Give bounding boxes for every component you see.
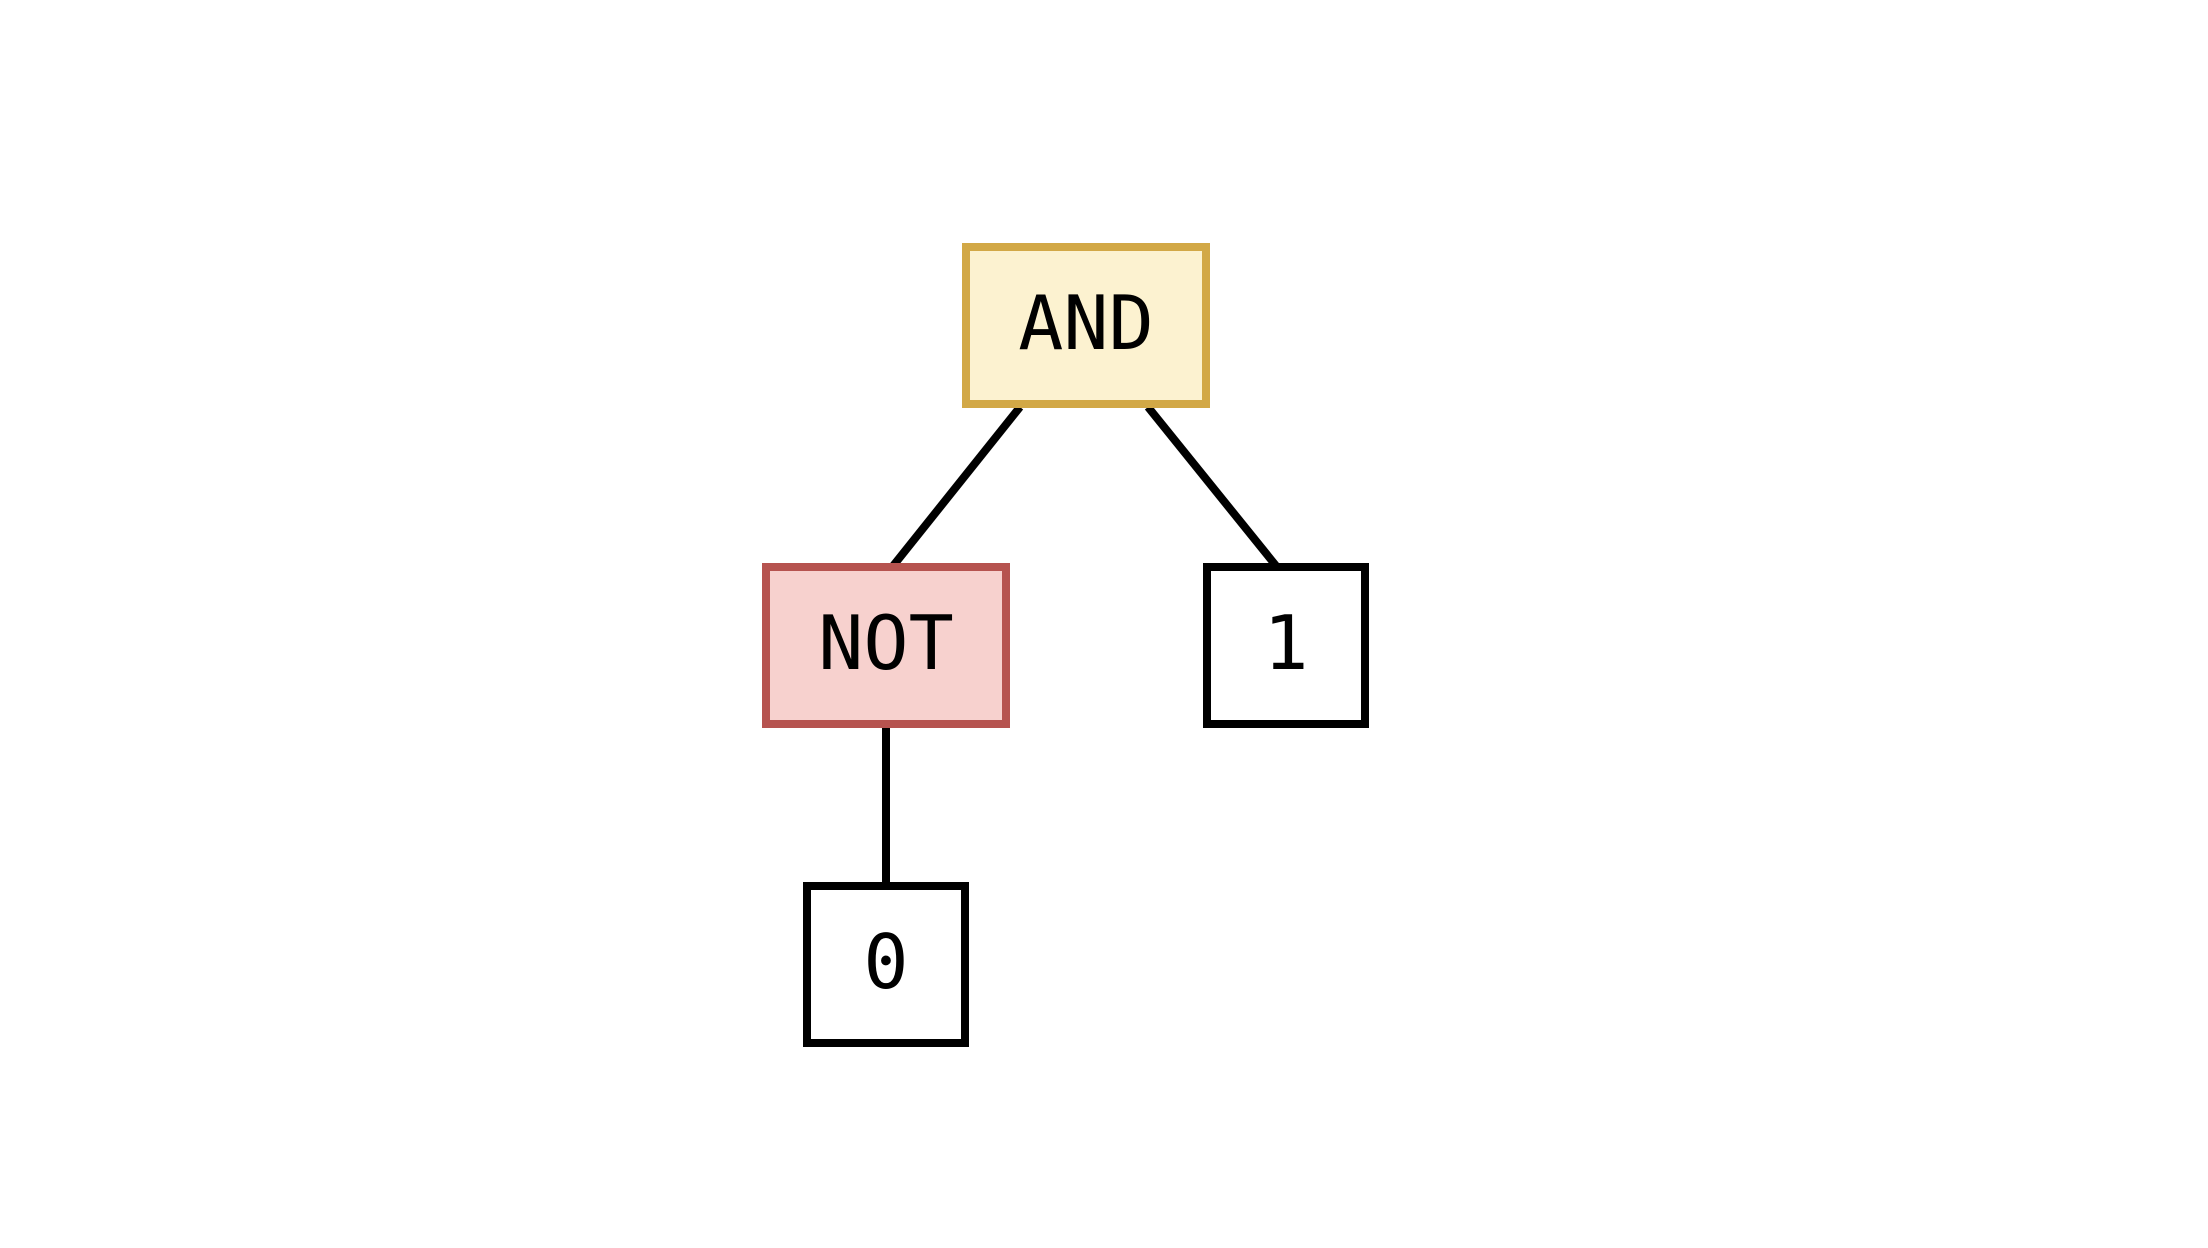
node-one-label: 1: [1263, 599, 1309, 687]
node-not-gate: NOT: [762, 563, 1010, 728]
node-input-one: 1: [1203, 563, 1369, 728]
node-and-label: AND: [1018, 279, 1154, 367]
edge-and-not: [889, 404, 1024, 569]
node-and-gate: AND: [962, 243, 1210, 408]
edge-and-one: [1144, 404, 1281, 570]
node-zero-label: 0: [863, 918, 909, 1006]
node-not-label: NOT: [818, 599, 954, 687]
node-input-zero: 0: [803, 882, 969, 1047]
